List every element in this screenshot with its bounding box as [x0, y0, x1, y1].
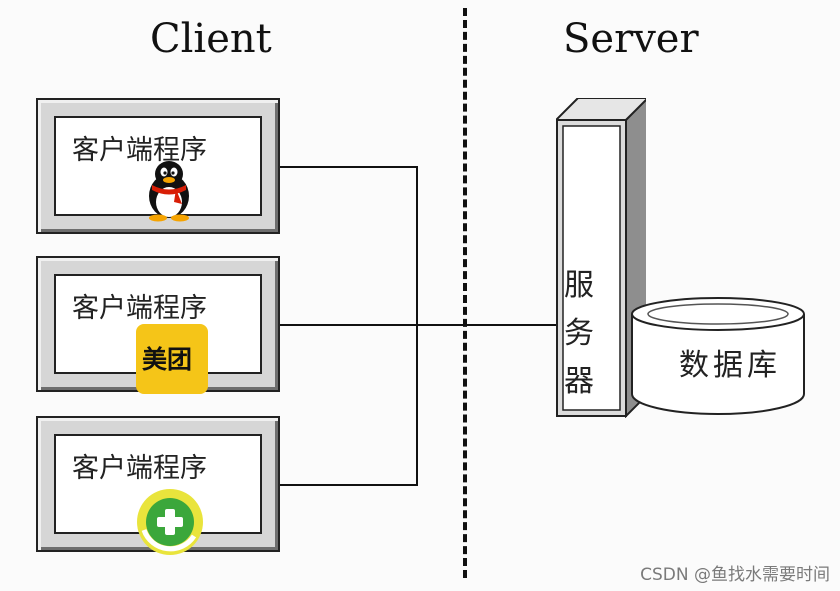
client-box-3-panel: 客户端程序: [54, 434, 262, 555]
meituan-logo-icon: 美团: [136, 324, 208, 394]
server-label: 服务器: [564, 268, 594, 399]
360-security-icon: [137, 489, 203, 555]
client-box-3-label: 客户端程序: [72, 453, 207, 484]
wire-client-1: [280, 166, 418, 168]
qq-penguin-icon: [149, 161, 189, 222]
database-cylinder: [631, 297, 805, 415]
database-label: 数据库: [679, 348, 781, 383]
client-box-1: 客户端程序: [36, 98, 280, 234]
watermark: CSDN @鱼找水需要时间: [640, 565, 830, 585]
client-box-1-panel: 客户端程序: [54, 116, 262, 222]
wire-client-2-to-server: [280, 324, 558, 326]
server-title: Server: [563, 16, 699, 62]
client-box-2-label: 客户端程序: [72, 293, 207, 324]
meituan-logo-text: 美团: [142, 345, 193, 374]
client-box-2-panel: 客户端程序 美团: [54, 274, 262, 394]
client-server-divider: [463, 8, 467, 578]
client-box-1-label: 客户端程序: [72, 135, 207, 166]
client-box-2: 客户端程序 美团: [36, 256, 280, 394]
wire-bus: [416, 166, 418, 486]
client-box-3: 客户端程序: [36, 416, 280, 555]
client-title: Client: [150, 16, 272, 62]
wire-client-3: [280, 484, 418, 486]
